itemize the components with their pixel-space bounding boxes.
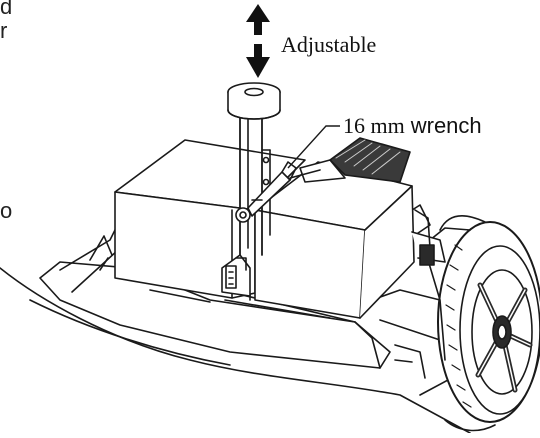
rear-wheel bbox=[424, 215, 540, 432]
left-battery bbox=[114, 139, 306, 299]
rear-frame bbox=[411, 209, 446, 266]
up-down-arrow-icon bbox=[246, 4, 270, 78]
cropped-text-3: o bbox=[0, 198, 13, 223]
seat-post-cap bbox=[227, 82, 281, 120]
cropped-text-1: d bbox=[0, 0, 13, 19]
adjustable-label: Adjustable bbox=[281, 32, 376, 57]
wrench-size: 16 mm bbox=[343, 113, 405, 138]
cropped-text-2: r bbox=[0, 18, 8, 43]
controller-heatsink bbox=[289, 137, 411, 183]
wrench-and-bolt bbox=[235, 161, 297, 223]
right-battery bbox=[254, 161, 415, 319]
leader-line bbox=[287, 125, 340, 169]
wrench-word: wrench bbox=[410, 113, 482, 138]
